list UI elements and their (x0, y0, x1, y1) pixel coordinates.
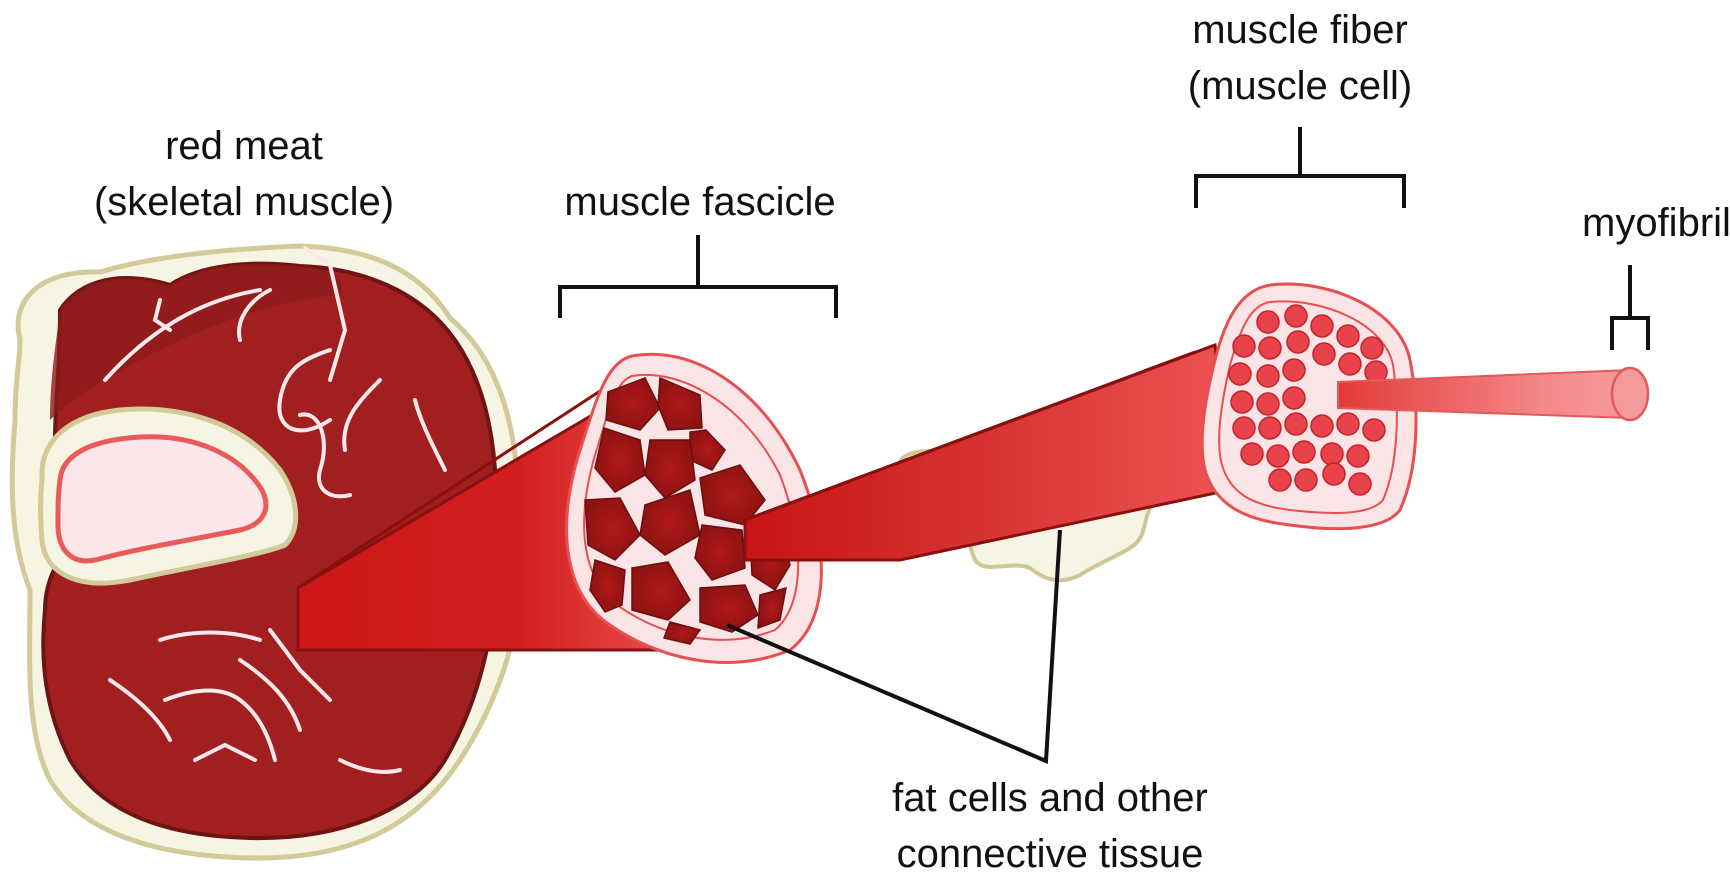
myofibril-label: myofibril (1582, 195, 1730, 251)
bracket-myofibril (1612, 265, 1648, 350)
muscle-fiber-label-line2: (muscle cell) (1140, 58, 1460, 114)
fascicle-label: muscle fascicle (520, 174, 880, 230)
red-meat-label-line1: red meat (54, 118, 434, 174)
red-meat-label: red meat (skeletal muscle) (54, 118, 434, 230)
fiber-tube (745, 345, 1230, 560)
fat-cells-label-line2: connective tissue (830, 826, 1270, 880)
bracket-fiber (1196, 127, 1404, 208)
fat-cells-label-line1: fat cells and other (830, 770, 1270, 826)
muscle-fiber-label: muscle fiber (muscle cell) (1140, 2, 1460, 114)
fiber-bundle (745, 284, 1416, 560)
fascicle-label-text: muscle fascicle (520, 174, 880, 230)
fat-cells-label: fat cells and other connective tissue (830, 770, 1270, 880)
muscle-fiber-label-line1: muscle fiber (1140, 2, 1460, 58)
bracket-fascicle (560, 235, 836, 318)
myofibril-end (1612, 368, 1648, 420)
red-meat-label-line2: (skeletal muscle) (54, 174, 434, 230)
myofibril-label-text: myofibril (1582, 195, 1730, 251)
